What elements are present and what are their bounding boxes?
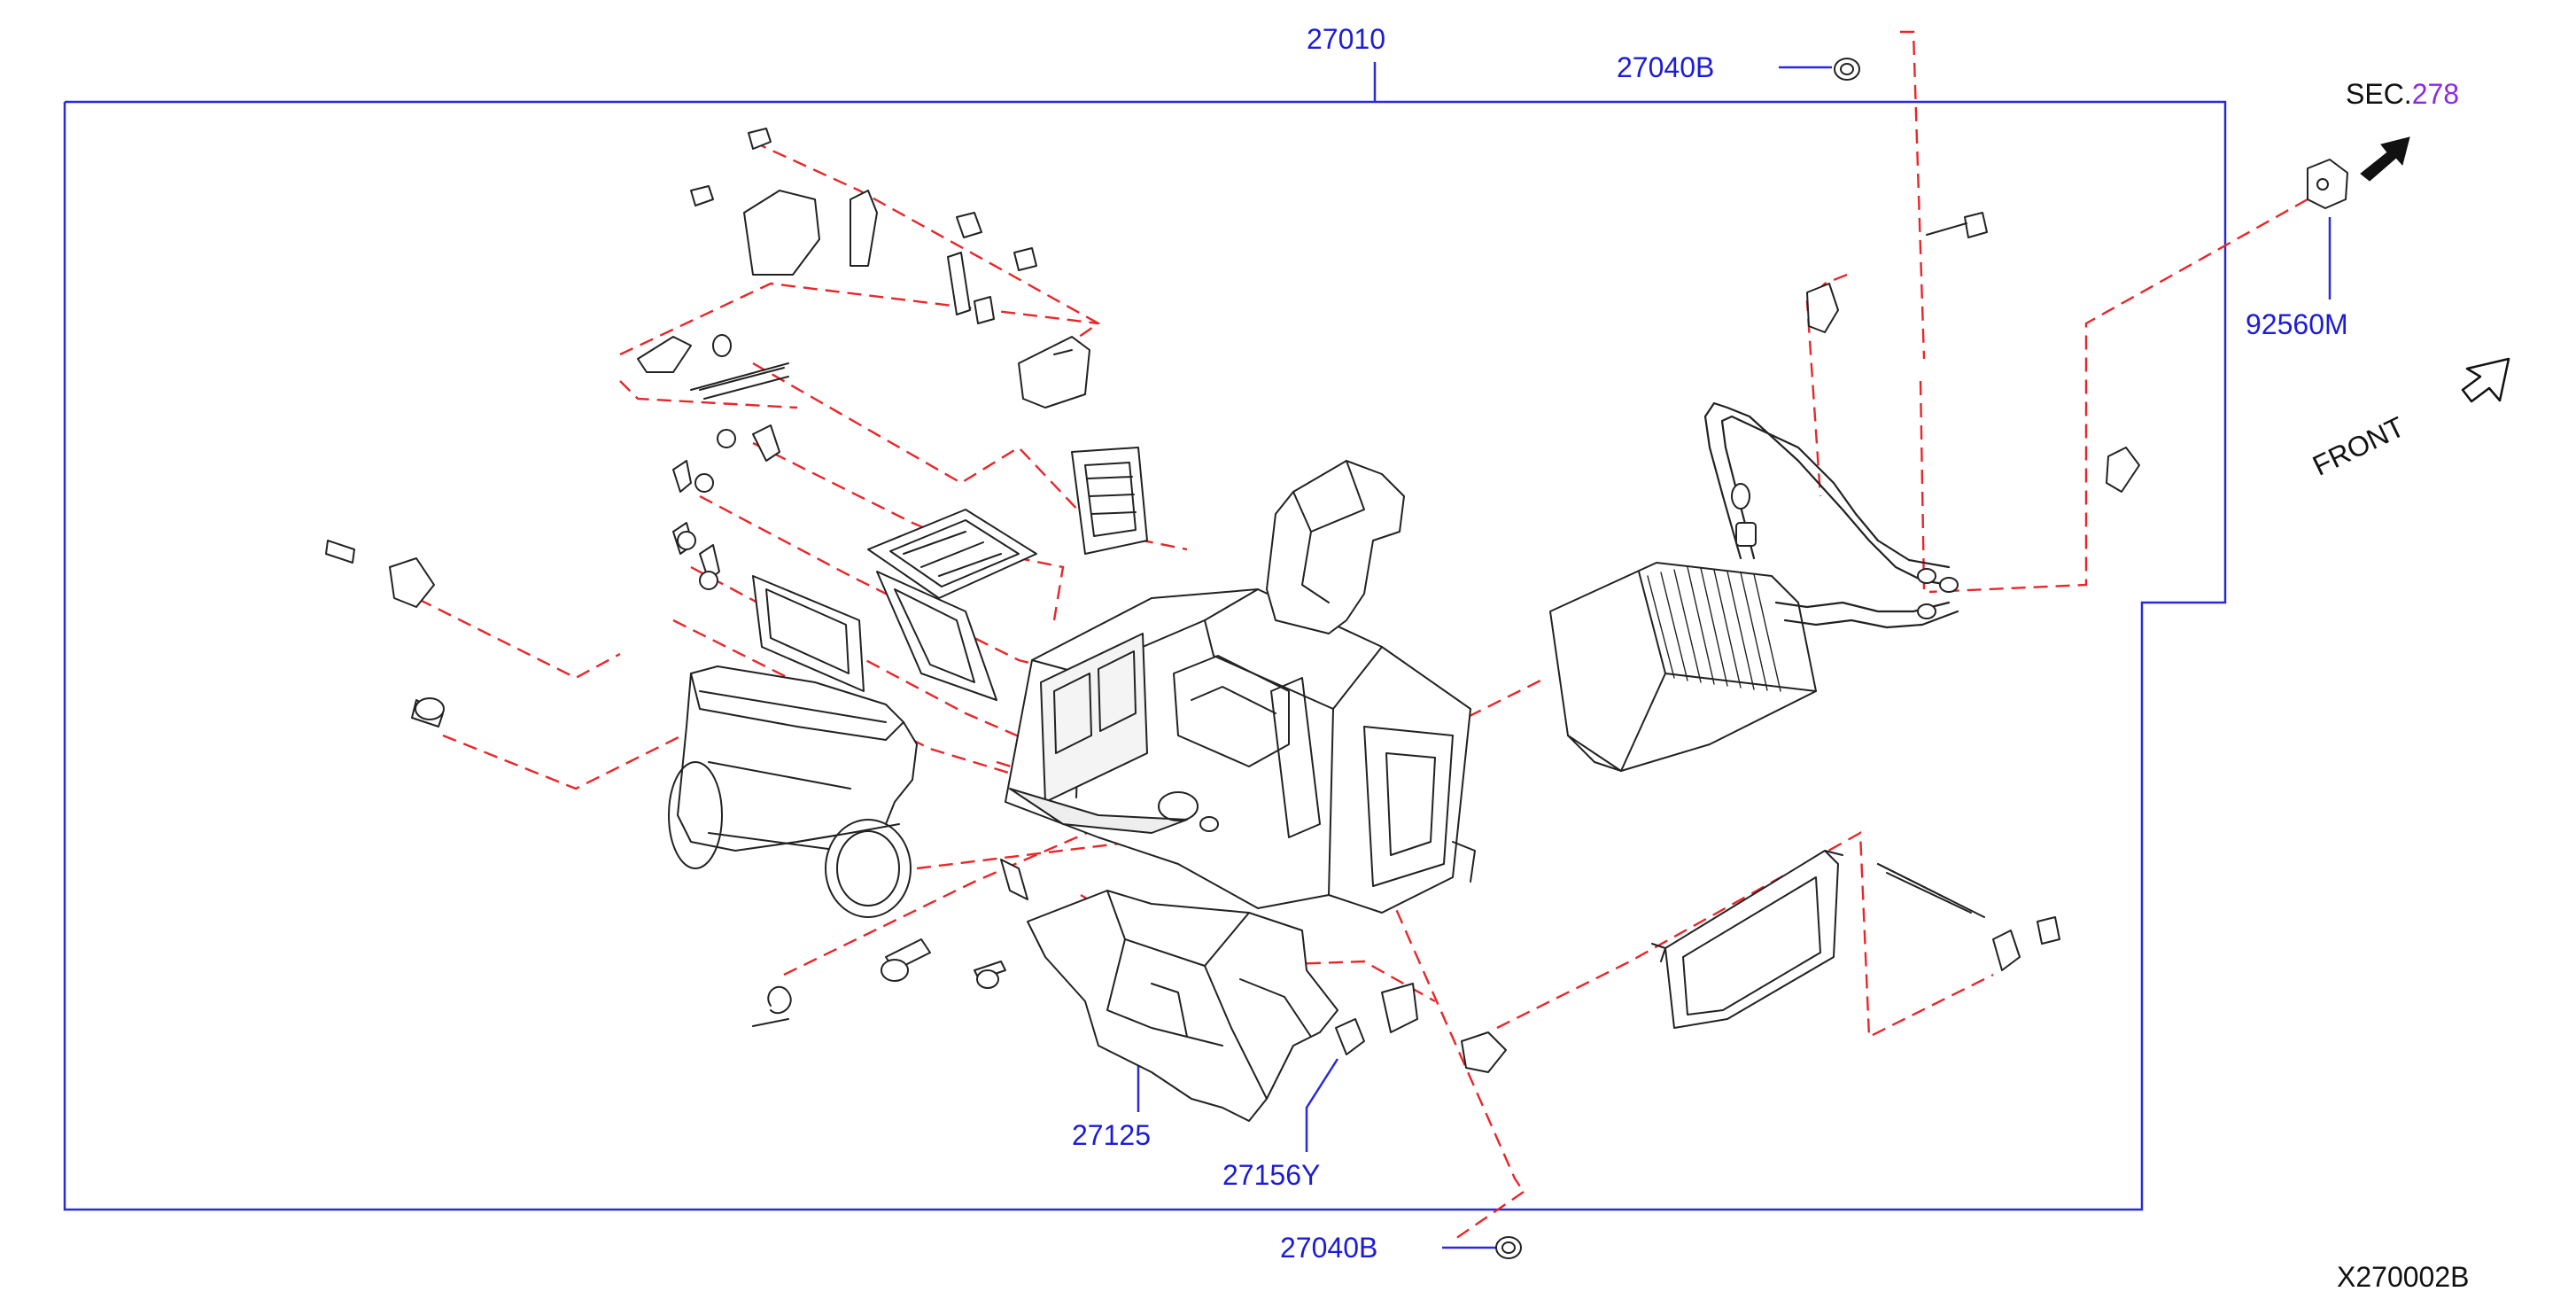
part-label-27040b-top[interactable]: 27040B xyxy=(1617,51,1715,83)
mode-door-left xyxy=(752,575,865,692)
control-rod-upper xyxy=(690,362,789,391)
mode-door-right xyxy=(876,571,997,701)
filter-door xyxy=(1071,447,1148,555)
upper-vent-duct xyxy=(1266,460,1405,634)
section-reference-prefix: SEC. xyxy=(2346,78,2412,110)
section-reference[interactable]: SEC.278 xyxy=(2346,80,2459,108)
heater-core xyxy=(1664,850,1839,1029)
part-label-27156y[interactable]: 27156Y xyxy=(1222,1159,1321,1191)
front-arrow-icon xyxy=(2461,357,2510,403)
lower-duct-27125 xyxy=(1027,890,1338,1122)
part-label-27125[interactable]: 27125 xyxy=(1072,1119,1151,1151)
part-label-27010[interactable]: 27010 xyxy=(1307,23,1385,55)
hvac-parts-drawing xyxy=(325,58,2348,1259)
sec-arrow-icon xyxy=(2360,136,2410,182)
section-reference-number: 278 xyxy=(2411,78,2460,110)
evaporator-core xyxy=(1549,562,1817,772)
assembly-boundary-frame xyxy=(63,100,2227,1211)
fasteners xyxy=(325,58,2348,1259)
part-label-27040b-bottom[interactable]: 27040B xyxy=(1280,1232,1378,1264)
cable-rod-right xyxy=(1877,863,1950,900)
part-label-92560m[interactable]: 92560M xyxy=(2246,308,2348,340)
leader-lines xyxy=(1137,62,2332,1249)
diagram-code: X270002B xyxy=(2337,1261,2470,1293)
evaporator-pipes xyxy=(1703,401,1951,587)
blower-motor-ring xyxy=(825,819,912,918)
